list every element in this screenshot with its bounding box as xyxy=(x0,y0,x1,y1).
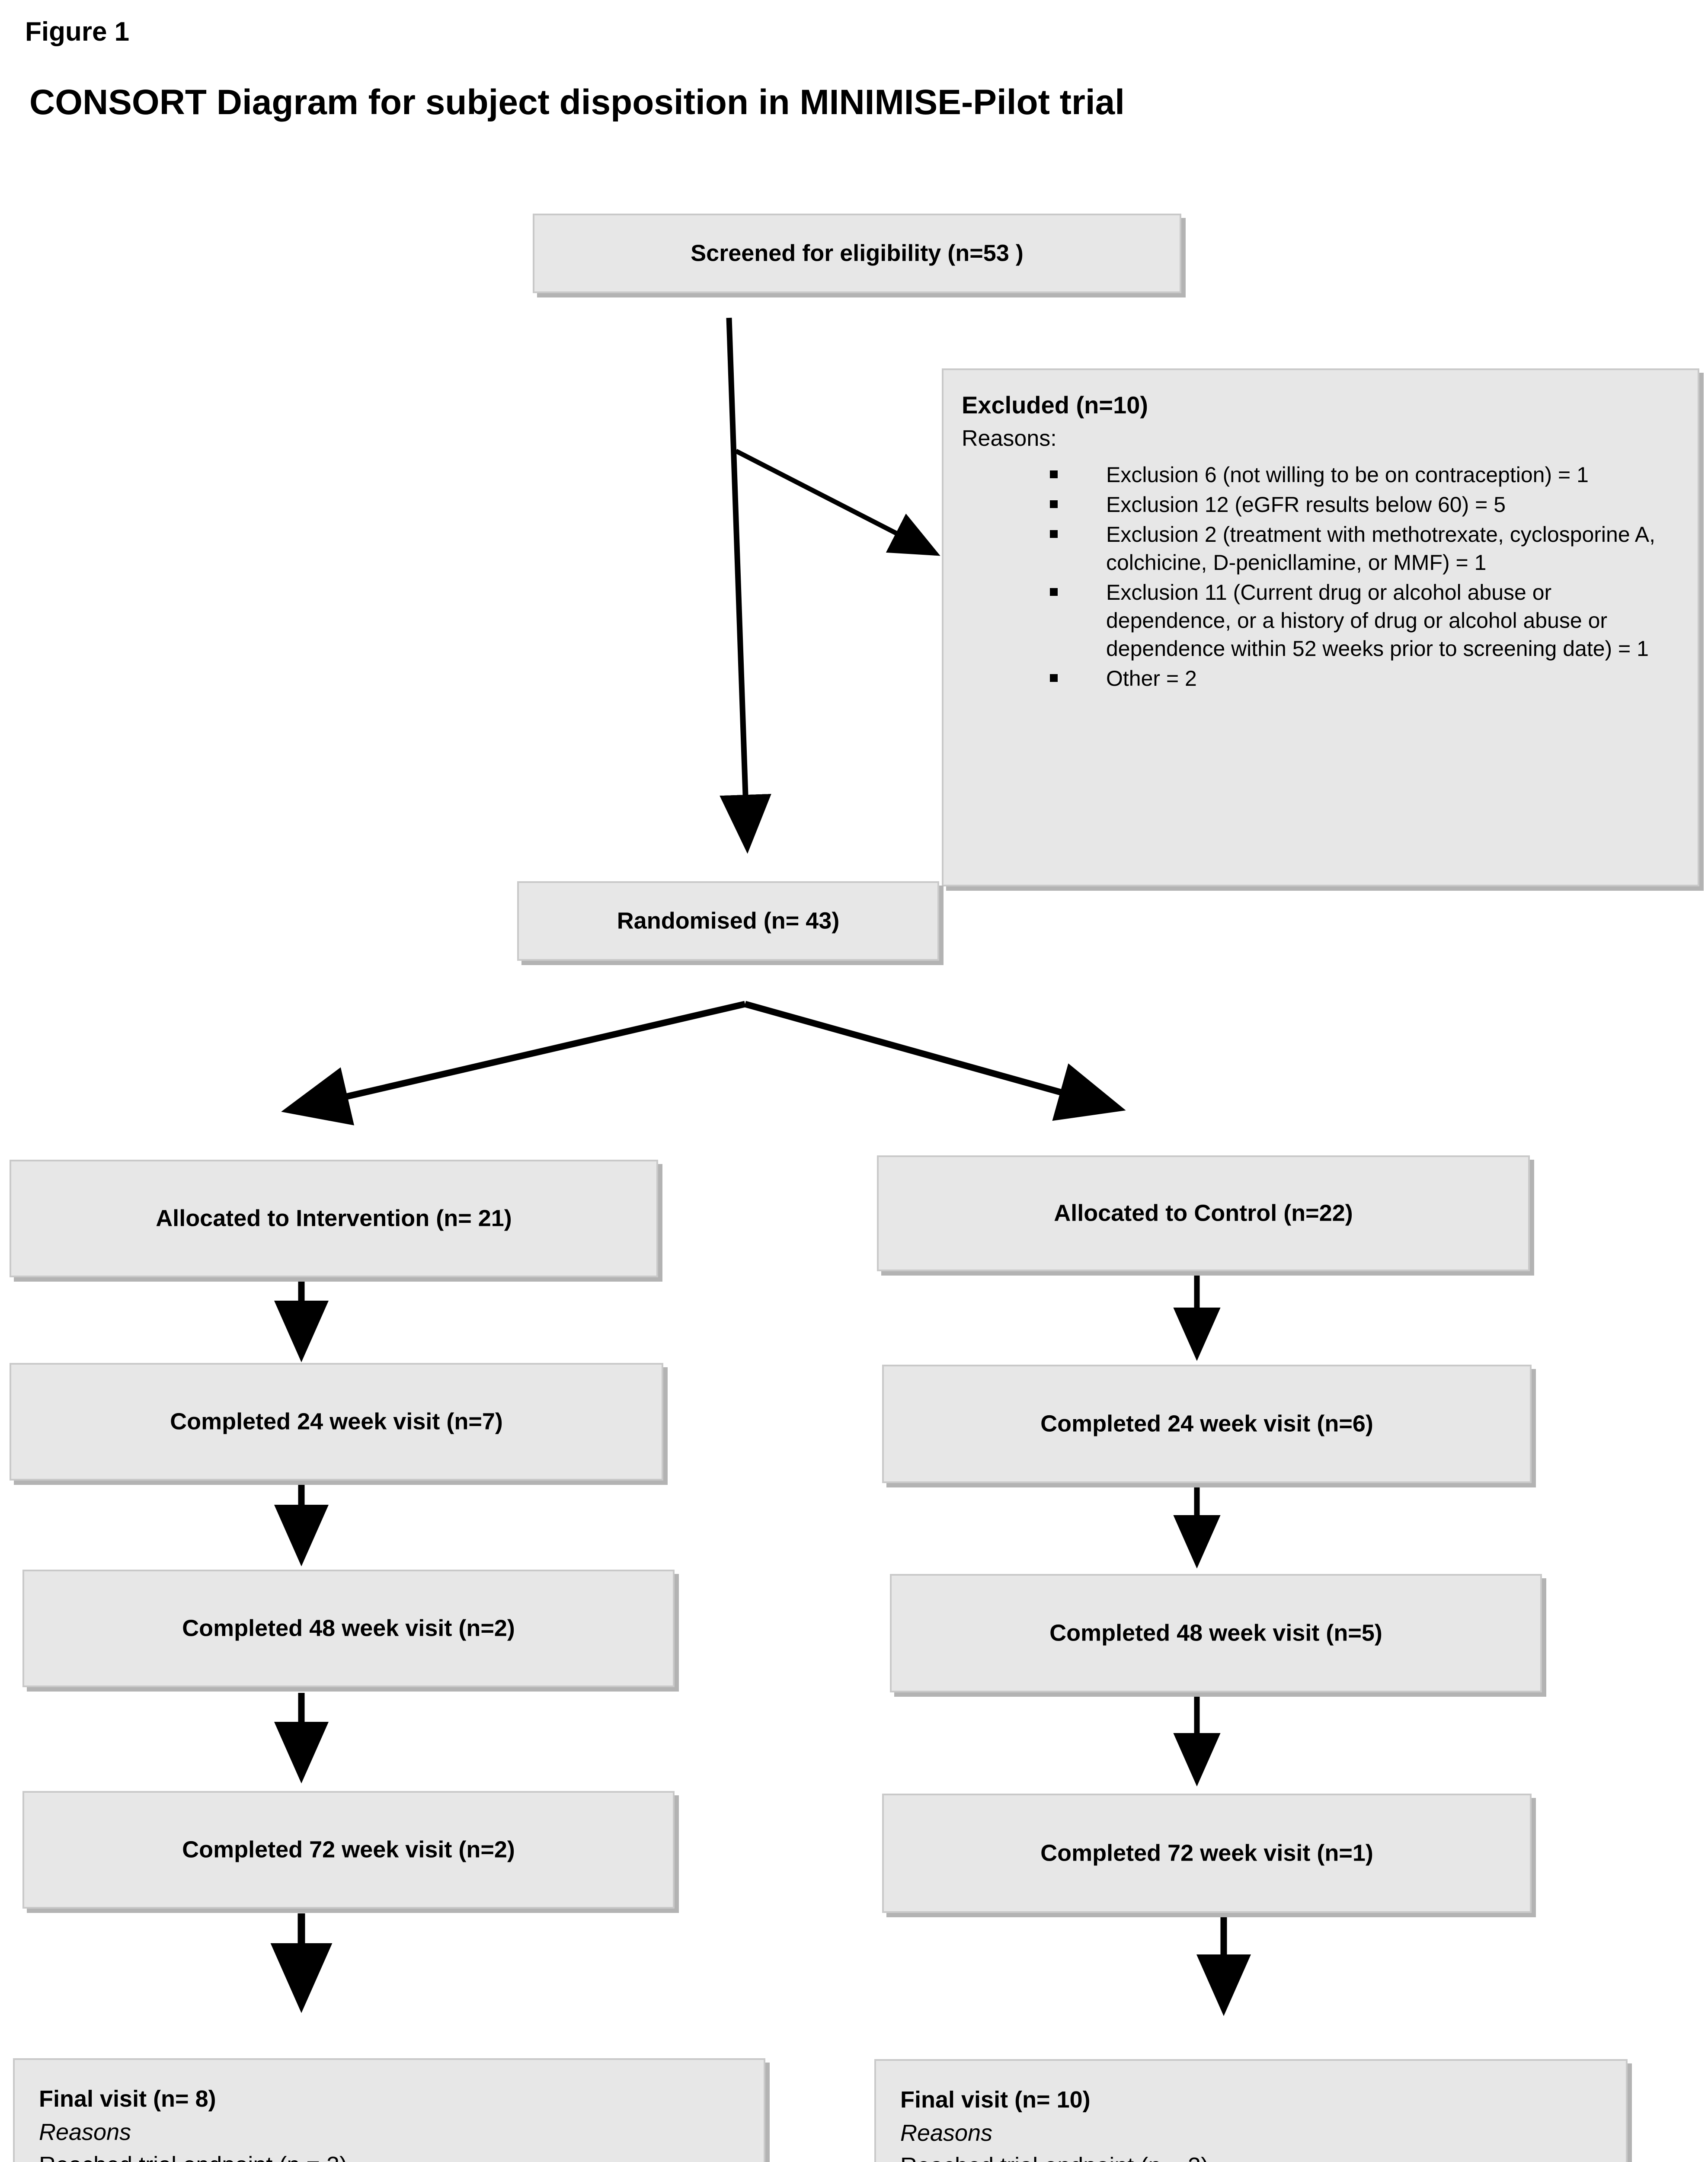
node-intervention-week24-label: Completed 24 week visit (n=7) xyxy=(170,1408,503,1435)
excluded-heading: Excluded (n=10) xyxy=(962,391,1148,419)
node-screened-label: Screened for eligibility (n=53 ) xyxy=(691,240,1024,266)
node-randomised[interactable]: Randomised (n= 43) xyxy=(517,881,939,961)
square-bullet-icon xyxy=(1050,500,1058,508)
control-final-reason: Reached trial endpoint (n = 2) xyxy=(900,2149,1609,2162)
node-intervention-week72-label: Completed 72 week visit (n=2) xyxy=(182,1836,515,1863)
intervention-final-reason: Reached trial endpoint (n = 2) xyxy=(39,2149,746,2162)
node-allocated-intervention-label: Allocated to Intervention (n= 21) xyxy=(156,1205,512,1231)
control-final-heading: Final visit (n= 10) xyxy=(900,2087,1091,2113)
node-excluded[interactable]: Excluded (n=10) Reasons: Exclusion 6 (no… xyxy=(942,368,1699,886)
square-bullet-icon xyxy=(1050,674,1058,682)
node-intervention-week48-label: Completed 48 week visit (n=2) xyxy=(182,1615,515,1641)
square-bullet-icon xyxy=(1050,470,1058,478)
list-item: Exclusion 6 (not willing to be on contra… xyxy=(1047,461,1682,489)
node-control-week48[interactable]: Completed 48 week visit (n=5) xyxy=(890,1574,1542,1692)
node-intervention-week48[interactable]: Completed 48 week visit (n=2) xyxy=(22,1570,675,1687)
intervention-final-reasons-label: Reasons xyxy=(39,2119,131,2145)
excluded-subheading: Reasons: xyxy=(962,426,1057,451)
excluded-reason-text: Exclusion 12 (eGFR results below 60) = 5 xyxy=(1106,493,1506,517)
node-control-week72-label: Completed 72 week visit (n=1) xyxy=(1040,1840,1373,1866)
node-intervention-week72[interactable]: Completed 72 week visit (n=2) xyxy=(22,1791,675,1909)
arrow-randomised-to-control xyxy=(744,1001,1126,1121)
node-screened-for-eligibility[interactable]: Screened for eligibility (n=53 ) xyxy=(533,214,1181,293)
node-allocated-control[interactable]: Allocated to Control (n=22) xyxy=(877,1155,1530,1271)
excluded-reason-text: Exclusion 2 (treatment with methotrexate… xyxy=(1106,522,1656,575)
excluded-reason-text: Exclusion 11 (Current drug or alcohol ab… xyxy=(1106,580,1649,661)
intervention-final-heading: Final visit (n= 8) xyxy=(39,2086,216,2112)
excluded-reason-list: Exclusion 6 (not willing to be on contra… xyxy=(1047,461,1682,694)
list-item: Exclusion 11 (Current drug or alcohol ab… xyxy=(1047,579,1682,663)
node-control-final-visit[interactable]: Final visit (n= 10) Reasons Reached tria… xyxy=(874,2059,1628,2162)
arrow-screened-to-excluded xyxy=(735,449,940,556)
control-final-visit-content: Final visit (n= 10) Reasons Reached tria… xyxy=(900,2083,1609,2162)
figure-title: CONSORT Diagram for subject disposition … xyxy=(29,83,1125,122)
list-item: Exclusion 12 (eGFR results below 60) = 5 xyxy=(1047,491,1682,519)
arrow-randomised-to-intervention xyxy=(281,1001,746,1126)
square-bullet-icon xyxy=(1050,588,1058,596)
list-item: Exclusion 2 (treatment with methotrexate… xyxy=(1047,521,1682,577)
node-intervention-final-visit[interactable]: Final visit (n= 8) Reasons Reached trial… xyxy=(13,2058,765,2162)
intervention-final-visit-content: Final visit (n= 8) Reasons Reached trial… xyxy=(39,2082,746,2162)
node-allocated-control-label: Allocated to Control (n=22) xyxy=(1054,1200,1353,1226)
list-item: Other = 2 xyxy=(1047,665,1682,693)
node-intervention-week24[interactable]: Completed 24 week visit (n=7) xyxy=(10,1363,663,1481)
excluded-reason-text: Other = 2 xyxy=(1106,666,1197,691)
excluded-reason-text: Exclusion 6 (not willing to be on contra… xyxy=(1106,463,1589,487)
node-control-week48-label: Completed 48 week visit (n=5) xyxy=(1049,1620,1382,1646)
node-control-week24[interactable]: Completed 24 week visit (n=6) xyxy=(882,1365,1532,1483)
control-final-reasons-label: Reasons xyxy=(900,2120,993,2146)
node-randomised-label: Randomised (n= 43) xyxy=(617,908,840,934)
figure-label: Figure 1 xyxy=(25,17,130,47)
node-control-week72[interactable]: Completed 72 week visit (n=1) xyxy=(882,1794,1532,1913)
square-bullet-icon xyxy=(1050,530,1058,538)
node-control-week24-label: Completed 24 week visit (n=6) xyxy=(1040,1410,1373,1437)
node-allocated-intervention[interactable]: Allocated to Intervention (n= 21) xyxy=(10,1160,658,1277)
arrow-screened-to-randomised xyxy=(720,317,771,854)
